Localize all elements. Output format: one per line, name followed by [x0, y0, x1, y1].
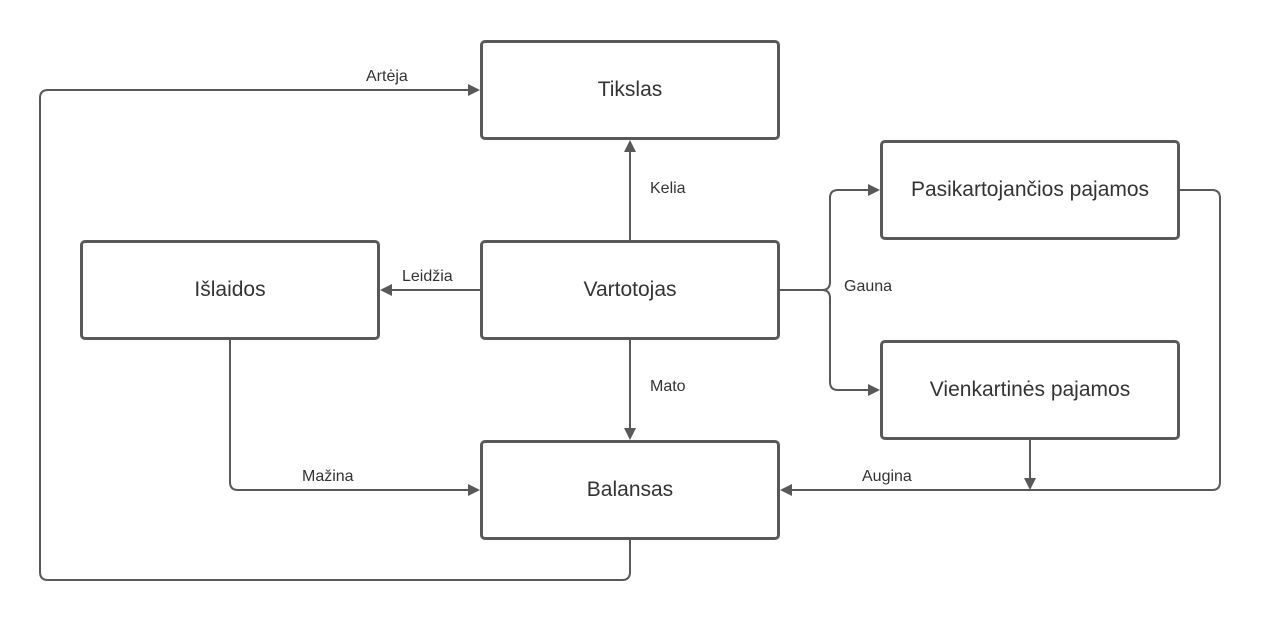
edge-arteja — [39, 84, 631, 581]
node-tikslas-label: Tikslas — [597, 78, 663, 101]
edge-label-kelia: Kelia — [650, 180, 686, 197]
node-vienkartines-label: Vienkartinės pajamos — [929, 378, 1131, 401]
node-pasikartojancios-label: Pasikartojančios pajamos — [910, 178, 1150, 201]
edge-label-arteja: Artėja — [366, 68, 408, 85]
node-tikslas[interactable]: Tikslas — [480, 40, 780, 140]
node-balansas[interactable]: Balansas — [480, 440, 780, 540]
node-vartotojas-label: Vartotojas — [583, 278, 677, 301]
edge-mazina — [229, 340, 480, 496]
edge-label-augina: Augina — [862, 468, 912, 485]
edge-gauna-pasikartojancios — [780, 184, 880, 291]
edge-label-leidzia: Leidžia — [402, 268, 453, 285]
edge-label-mato: Mato — [650, 378, 686, 395]
node-balansas-label: Balansas — [586, 478, 674, 501]
node-vartotojas[interactable]: Vartotojas — [480, 240, 780, 340]
node-vienkartines-pajamos[interactable]: Vienkartinės pajamos — [880, 340, 1180, 440]
edge-label-gauna: Gauna — [844, 278, 893, 295]
node-islaidos[interactable]: Išlaidos — [80, 240, 380, 340]
node-islaidos-label: Išlaidos — [194, 278, 266, 301]
node-pasikartojancios-pajamos[interactable]: Pasikartojančios pajamos — [880, 140, 1180, 240]
edge-augina — [780, 189, 1221, 496]
edge-label-mazina: Mažina — [302, 468, 354, 485]
edge-gauna-vienkartines — [821, 289, 880, 396]
